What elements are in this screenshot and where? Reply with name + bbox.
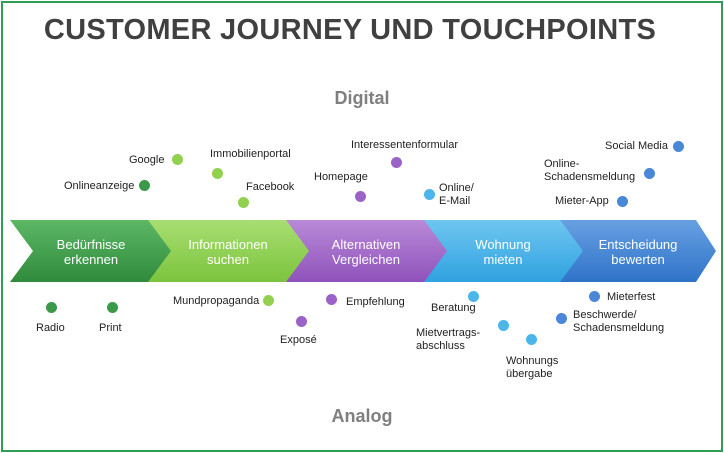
dot-beschwerde [556,313,567,324]
dot-onlineanzeige [139,180,150,191]
stage-4-line2: mieten [483,252,523,267]
dot-expose [296,316,307,327]
dot-immobilienportal [212,168,223,179]
stage-arrow-2 [148,220,311,282]
online-schadensmeldung-line2: Schadensmeldung [544,171,636,183]
stage-3-line2: Vergleichen [332,252,400,267]
dot-online-schadensmeldung [644,168,655,179]
touchpoint-homepage: Homepage [314,171,368,183]
dot-radio [46,302,57,313]
touchpoint-online-email: Online/ E-Mail [439,182,474,208]
analog-heading: Analog [331,406,393,426]
stage-3-line1: Alternativen [331,237,401,252]
touchpoint-empfehlung: Empfehlung [346,296,405,308]
stage-1-line2: erkennen [63,252,119,267]
touchpoint-online-schadensmeldung: Online- Schadensmeldung [544,158,635,184]
touchpoint-beratung: Beratung [431,302,476,314]
touchpoint-mundpropaganda: Mundpropaganda [173,295,260,307]
dot-mieterfest [589,291,600,302]
touchpoint-mieter-app: Mieter-App [555,195,609,207]
touchpoint-immobilienportal: Immobilienportal [210,148,291,160]
dot-wohnungsuebergabe [526,334,537,345]
digital-heading: Digital [334,88,390,108]
dot-mundpropaganda [263,295,274,306]
stage-arrow-3 [286,220,449,282]
touchpoint-mietvertragsabschluss: Mietvertrags- abschluss [416,327,480,353]
online-email-line2: E-Mail [439,195,471,207]
touchpoint-facebook: Facebook [246,181,295,193]
stage-arrow-1 [10,220,173,282]
dot-google [172,154,183,165]
wohnungsuebergabe-line2: übergabe [506,368,553,380]
dot-beratung [468,291,479,302]
page-title: CUSTOMER JOURNEY UND TOUCHPOINTS [43,14,657,46]
stage-2-line1: Informationen [188,237,268,252]
beschwerde-line2: Schadensmeldung [573,322,665,334]
dot-print [107,302,118,313]
stage-arrow-4 [424,220,585,282]
dot-mietvertragsabschluss [498,320,509,331]
touchpoint-social-media: Social Media [605,140,668,152]
dot-social-media [673,141,684,152]
wohnungsuebergabe-line1: Wohnungs [506,355,559,367]
touchpoint-print: Print [99,322,122,334]
touchpoint-onlineanzeige: Onlineanzeige [64,180,135,192]
beschwerde-line1: Beschwerde/ [573,309,637,321]
dot-facebook [238,197,249,208]
touchpoint-mieterfest: Mieterfest [607,291,656,303]
touchpoint-beschwerde: Beschwerde/ Schadensmeldung [573,309,664,335]
stage-5-line1: Entscheidung [598,237,678,252]
stage-label-5: Entscheidung bewerten [578,237,698,267]
online-schadensmeldung-line1: Online- [544,158,580,170]
dot-homepage [355,191,366,202]
touchpoint-radio: Radio [36,322,65,334]
touchpoint-wohnungsuebergabe: Wohnungs übergabe [506,355,558,381]
mietvertrag-line1: Mietvertrags- [416,327,481,339]
stage-label-1: Bedürfnisse erkennen [31,237,151,267]
mietvertrag-line2: abschluss [416,340,465,352]
dot-online-email [424,189,435,200]
stage-label-3: Alternativen Vergleichen [306,237,426,267]
touchpoint-interessentenformular: Interessentenformular [351,139,458,151]
stage-1-line1: Bedürfnisse [56,237,126,252]
dot-empfehlung [326,294,337,305]
dot-interessentenformular [391,157,402,168]
stage-5-line2: bewerten [611,252,665,267]
stage-label-2: Informationen suchen [168,237,288,267]
stage-4-line1: Wohnung [475,237,531,252]
stage-2-line2: suchen [207,252,249,267]
touchpoint-google: Google [129,154,165,166]
dot-mieter-app [617,196,628,207]
online-email-line1: Online/ [439,182,474,194]
stage-label-4: Wohnung mieten [443,237,563,267]
touchpoint-expose: Exposé [280,334,317,346]
stage-arrow-5 [560,220,716,282]
